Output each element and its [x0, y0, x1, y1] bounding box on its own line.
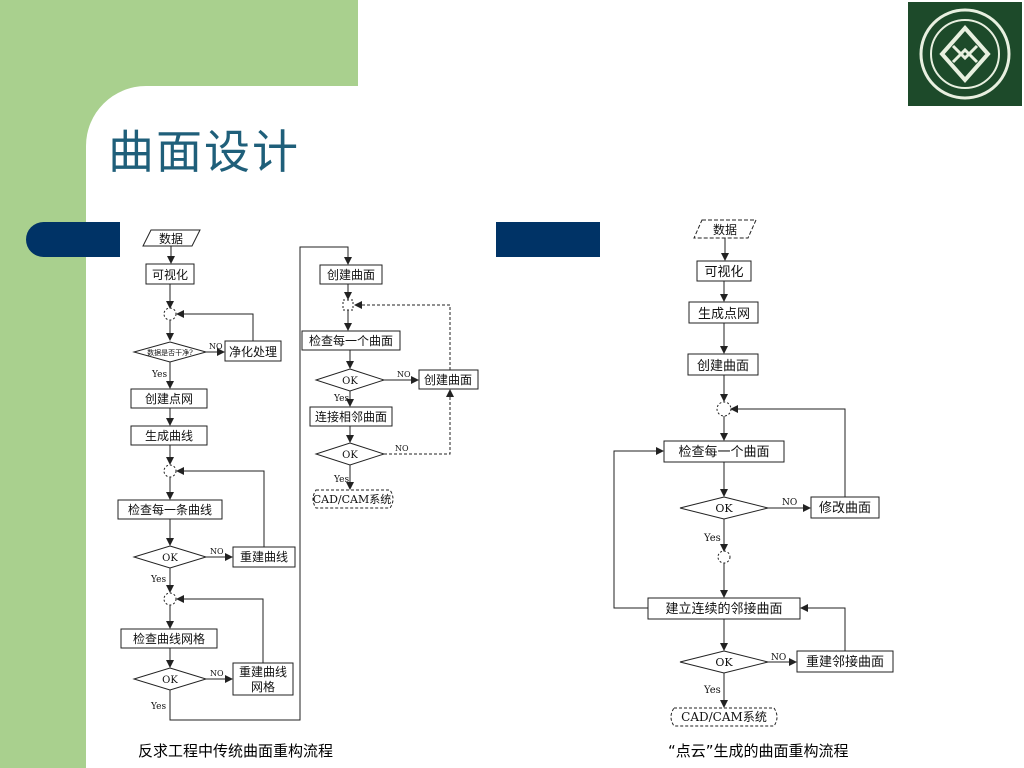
- left-pointnet-label: 创建点网: [145, 392, 193, 406]
- right-data-label: 数据: [713, 222, 737, 237]
- left-checkgrid-box: [120, 628, 218, 649]
- university-seal-icon: [908, 2, 1022, 106]
- content-panel: [86, 86, 1024, 768]
- left-yes-label-5: Yes: [333, 475, 349, 485]
- right-cad-label: CAD/CAM系统: [681, 710, 767, 724]
- right-ok2-label: OK: [715, 656, 733, 669]
- left-createsurf-label: 创建曲面: [327, 268, 375, 282]
- right-no-label-2: NO: [771, 653, 786, 663]
- left-checksurf-label: 检查每一个曲面: [309, 333, 393, 348]
- right-rebuildadj-label: 重建邻接曲面: [806, 654, 884, 670]
- left-pointnet-box: [130, 388, 208, 409]
- left-clean-proc-label: 净化处理: [229, 345, 277, 359]
- right-caption: “点云”生成的曲面重构流程: [668, 742, 849, 760]
- left-ok3-label: OK: [342, 376, 358, 387]
- left-no-label-3: NO: [210, 669, 224, 678]
- right-createsurf-label: 创建曲面: [697, 359, 749, 374]
- left-ok4-label: OK: [342, 450, 358, 461]
- right-cad-box: [670, 707, 778, 727]
- left-no-label-1: NO: [209, 342, 223, 351]
- right-data-box: [693, 219, 757, 239]
- right-yes-label-2: Yes: [703, 685, 721, 696]
- left-rebuildcurve-label: 重建曲线: [240, 550, 288, 564]
- left-connect-label: 连接相邻曲面: [315, 409, 387, 424]
- left-createsurf-box: [319, 264, 383, 285]
- left-yes-label-3: Yes: [150, 702, 166, 712]
- left-visualize-label: 可视化: [152, 267, 188, 282]
- left-caption: 反求工程中传统曲面重构流程: [138, 742, 334, 760]
- left-data-label: 数据: [159, 231, 183, 246]
- navy-bar-left: [26, 222, 120, 257]
- left-connect-box: [309, 406, 393, 427]
- left-rebuildgrid-label-2: 网格: [251, 679, 275, 694]
- left-gencurve-box: [130, 425, 208, 446]
- left-rebuildgrid-label-1: 重建曲线: [239, 665, 287, 679]
- right-createsurf-box: [687, 353, 759, 376]
- left-no-label-5: NO: [395, 444, 409, 453]
- left-yes-label-2: Yes: [150, 575, 166, 585]
- left-ok1-label: OK: [162, 553, 178, 564]
- left-no-label-4: NO: [397, 370, 411, 379]
- right-yes-label-1: Yes: [703, 533, 721, 544]
- left-data-box: [142, 229, 201, 247]
- right-modify-label: 修改曲面: [819, 501, 871, 516]
- left-createsurf2-label: 创建曲面: [424, 373, 472, 387]
- right-pointnet-label: 生成点网: [698, 307, 750, 322]
- left-checksurf-box: [301, 330, 401, 351]
- left-clean-q-label: 数据是否干净?: [147, 348, 193, 357]
- right-buildadj-label: 建立连续的邻接曲面: [665, 601, 782, 617]
- left-checkgrid-label: 检查曲线网格: [133, 631, 205, 646]
- left-ok2-label: OK: [162, 675, 178, 686]
- left-cad-label: CAD/CAM系统: [313, 493, 392, 506]
- left-gencurve-label: 生成曲线: [145, 429, 193, 443]
- right-no-label-1: NO: [782, 498, 797, 508]
- right-ok1-label: OK: [715, 502, 733, 515]
- left-no-label-2: NO: [210, 547, 224, 556]
- navy-bar-right: [496, 222, 600, 257]
- left-yes-label-1: Yes: [151, 370, 167, 380]
- left-yes-label-4: Yes: [333, 394, 349, 404]
- left-checkcurve-label: 检查每一条曲线: [128, 502, 212, 517]
- right-visualize-label: 可视化: [704, 265, 743, 280]
- right-checksurf-label: 检查每一个曲面: [678, 444, 769, 460]
- slide-title: 曲面设计: [108, 125, 300, 179]
